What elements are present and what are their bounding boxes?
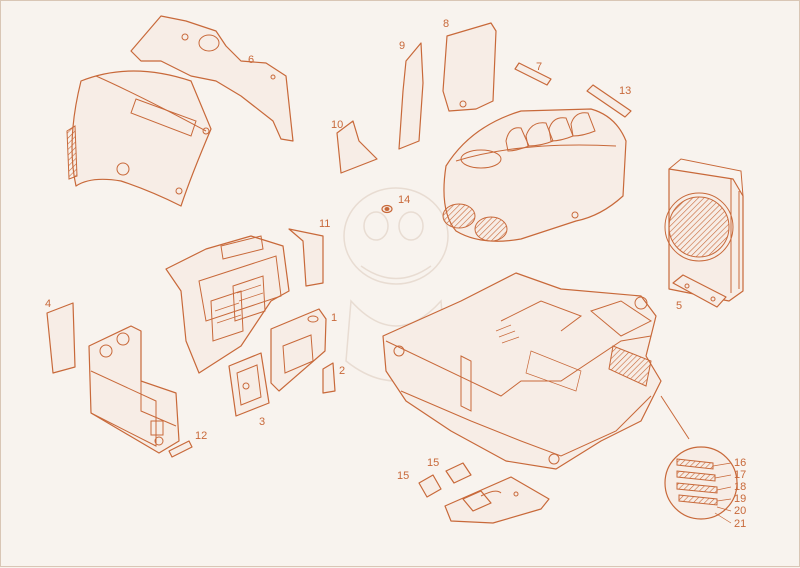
- part-15-pad-b: [445, 462, 472, 484]
- label-21: 21: [734, 518, 746, 530]
- label-6: 6: [248, 54, 254, 66]
- part-12-pin: [168, 440, 193, 458]
- part-8-top-insulation: [442, 22, 497, 112]
- label-12: 12: [195, 430, 207, 442]
- part-14-washer: [381, 204, 393, 214]
- electrical-control-box: [165, 235, 290, 374]
- label-9: 9: [399, 40, 405, 52]
- vent-detail-callout: [660, 395, 738, 524]
- bottom-plate: [444, 476, 550, 524]
- hood-top-cover: [442, 108, 627, 242]
- label-17: 17: [734, 469, 746, 481]
- label-2: 2: [339, 365, 345, 377]
- label-4: 4: [45, 298, 51, 310]
- label-11: 11: [319, 218, 330, 230]
- label-10: 10: [331, 119, 343, 131]
- label-3: 3: [259, 416, 265, 428]
- label-15a: 15: [397, 470, 409, 482]
- label-1: 1: [331, 312, 337, 324]
- part-2-small-plate: [322, 362, 336, 394]
- chassis-frame: [382, 272, 662, 470]
- part-11-side-panel: [288, 228, 324, 287]
- label-18: 18: [734, 481, 746, 493]
- label-8: 8: [443, 18, 449, 30]
- label-16: 16: [734, 457, 746, 469]
- label-13: 13: [619, 85, 631, 97]
- part-10-foam-pad: [336, 120, 378, 174]
- part-1-circuit-board: [270, 308, 327, 392]
- part-7-seal-strip: [514, 62, 552, 86]
- label-19: 19: [734, 493, 746, 505]
- fuel-tank-assembly: [88, 325, 180, 454]
- part-3-control-board: [228, 352, 270, 417]
- part-9-side-insulation: [398, 42, 424, 150]
- label-14: 14: [398, 194, 410, 206]
- label-15b: 15: [427, 457, 439, 469]
- part-5-bracket: [672, 274, 727, 308]
- part-4-gasket-plate: [46, 302, 76, 374]
- label-20: 20: [734, 505, 746, 517]
- radiator-fan-assembly: [664, 158, 744, 302]
- part-6-insulation-panel: [130, 15, 294, 142]
- front-cover-shell: [66, 70, 212, 207]
- label-5: 5: [676, 300, 682, 312]
- label-7: 7: [536, 61, 542, 73]
- part-15-pad-a: [418, 474, 442, 498]
- part-13-gasket: [586, 84, 632, 118]
